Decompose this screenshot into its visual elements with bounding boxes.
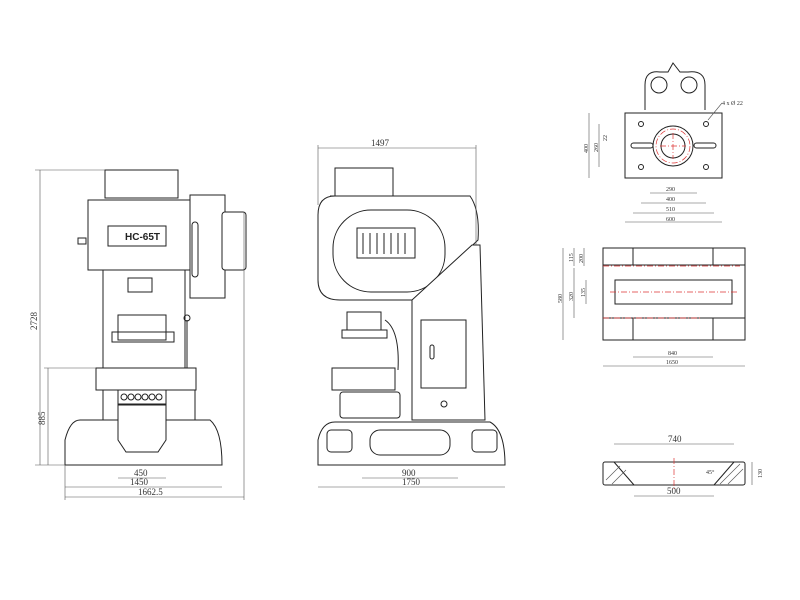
model-label: HC-65T: [125, 232, 160, 243]
bolster-section: 740 500 130 45°: [602, 434, 764, 497]
dim-slot: 22: [603, 135, 609, 141]
dim-inner-width: 840: [668, 351, 677, 357]
front-view: HC-65T 2728 885 450 1450 1662.5: [29, 169, 247, 500]
dim-opening: 450: [134, 468, 148, 478]
slide-plan: 4 x Ø 22 400 260 22 290 400 510 600: [584, 62, 743, 223]
dim-thickness: 130: [758, 469, 764, 478]
dim-bottom: 500: [667, 486, 681, 496]
dim-320: 320: [569, 292, 575, 301]
dim-w2: 400: [666, 197, 675, 203]
dim-base-depth: 1750: [402, 477, 421, 487]
dim-top-width: 1497: [371, 138, 390, 148]
dim-base-inner: 900: [402, 468, 416, 478]
side-view: 1497 900 1750: [317, 138, 506, 488]
dim-200: 200: [579, 254, 585, 263]
dim-115: 115: [569, 253, 575, 262]
model-nameplate: [107, 225, 167, 247]
control-buttons: [120, 393, 163, 401]
dim-hole-pitch: 260: [594, 143, 600, 152]
hole-note: 4 x Ø 22: [722, 101, 743, 107]
vent-grille: [356, 227, 416, 259]
dim-w1: 290: [666, 187, 675, 193]
cabinet-door: [420, 319, 467, 389]
dim-base-width: 1450: [130, 477, 149, 487]
dim-bed-height: 885: [37, 411, 47, 425]
dim-135: 135: [581, 288, 587, 297]
dim-top: 740: [668, 434, 682, 444]
dim-angle: 45°: [706, 469, 715, 476]
dim-w4: 600: [666, 217, 675, 223]
dim-overall-width: 1662.5: [138, 487, 163, 497]
dim-w3: 510: [666, 207, 675, 213]
dim-plate-height: 400: [584, 144, 590, 153]
dim-outer-width: 1650: [666, 360, 678, 366]
bolster-plan: 580 115 200 320 135 840 1650: [558, 247, 746, 367]
dim-580: 580: [558, 294, 564, 303]
dim-height-total: 2728: [29, 312, 39, 331]
